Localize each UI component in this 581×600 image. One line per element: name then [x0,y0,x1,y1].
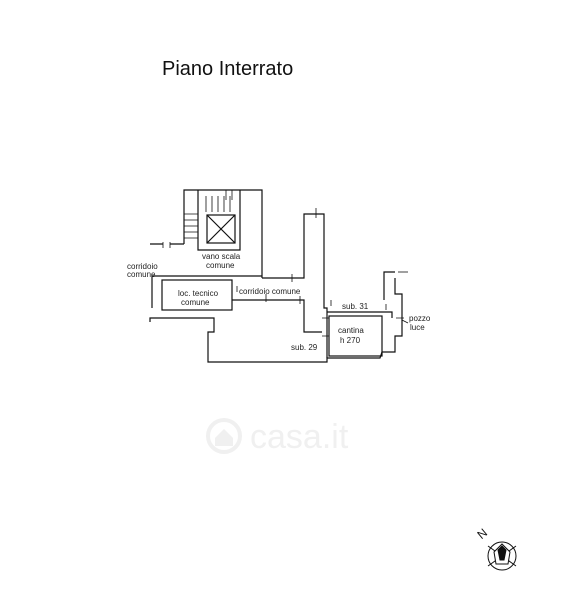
page-title: Piano Interrato [162,58,294,80]
label-vano-scala: vano scala [202,252,241,261]
corridor-mid-top [262,213,328,358]
pozzo-leader [401,319,409,324]
dimension-ticks [162,208,404,337]
plan-outer-wall [149,278,403,363]
corridor-left-wall-bottom [151,275,262,308]
label-pozzo-luce: luce [410,323,425,332]
label-corridoio-left-comune: comune [127,270,156,279]
label-sub31: sub. 31 [342,302,369,311]
label-pozzo: pozzo [409,314,431,323]
label-corridoio-mid: corridoio comune [239,287,301,296]
watermark-home-icon [206,418,242,454]
stair-outer-wall [183,189,263,278]
north-arrow-icon: N [474,526,517,571]
watermark-text: casa.it [250,418,349,456]
label-cantina: cantina [338,326,364,335]
label-cantina-h: h 270 [340,336,361,345]
pozzo-luce-wall [383,271,395,300]
label-vano-scala-comune: comune [206,261,235,270]
label-loc-tecnico-comune: comune [181,298,210,307]
corridor-mid-bottom [232,299,322,333]
label-corridoio-left: corridoio [127,262,158,271]
sub31-wall [327,311,393,318]
label-loc-tecnico: loc. tecnico [178,289,219,298]
tech-room-wall [161,279,233,311]
elevator-cross [206,214,236,244]
elevator-box [206,214,236,244]
stair-treads [184,196,231,239]
north-letter: N [474,526,490,542]
label-sub29: sub. 29 [291,343,318,352]
stair-dash [225,190,233,200]
